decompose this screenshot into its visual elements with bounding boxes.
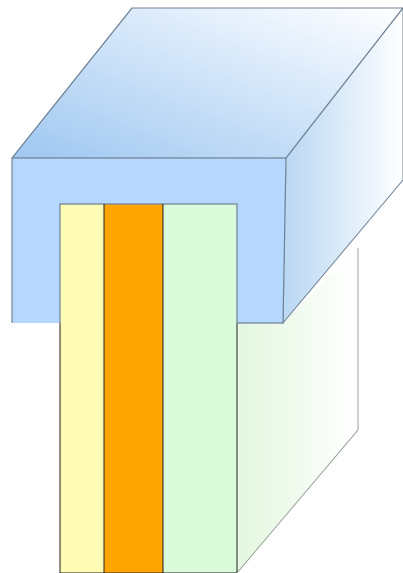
strip-yellow [60, 204, 104, 573]
strip-orange [104, 204, 163, 573]
strip-green [163, 204, 237, 573]
